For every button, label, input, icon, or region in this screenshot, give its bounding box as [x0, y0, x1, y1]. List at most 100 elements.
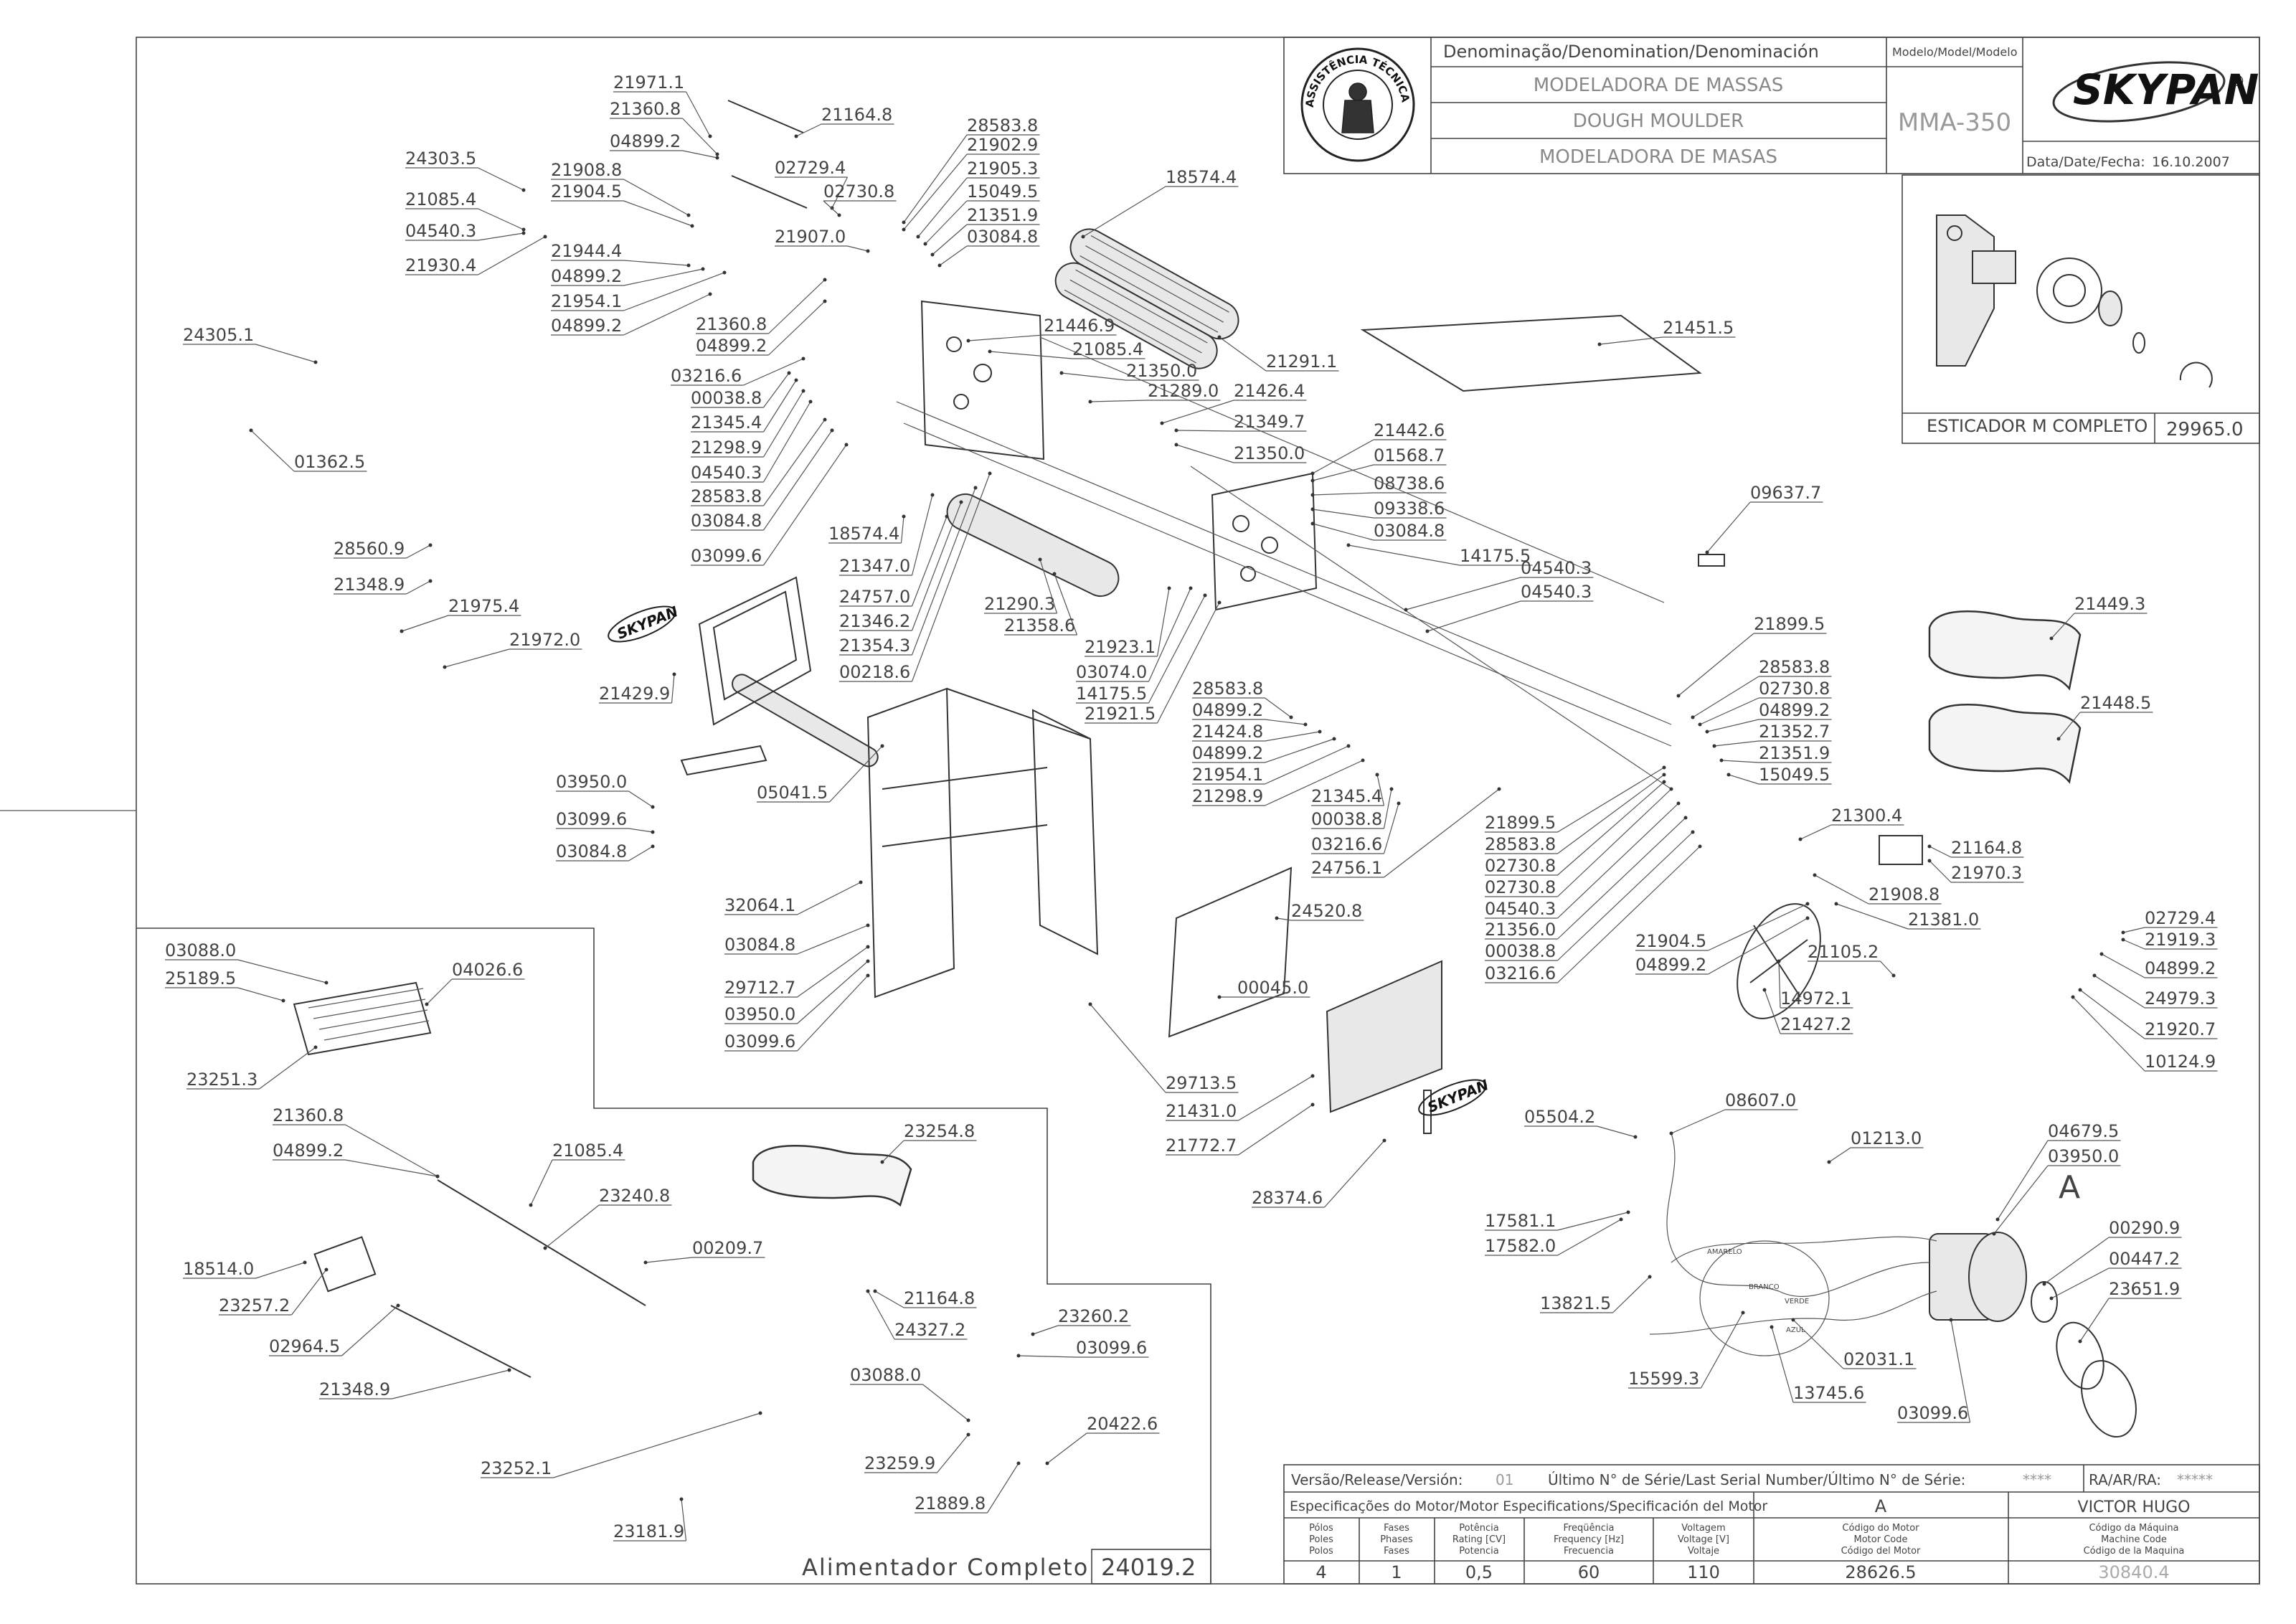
callout-00045-0: 00045.0: [1217, 978, 1310, 999]
callout-03088-0: 03088.0: [165, 940, 329, 985]
callout-label: 21904.5: [551, 181, 622, 202]
callout-label: 21105.2: [1808, 942, 1879, 962]
callout-label: 23259.9: [864, 1453, 935, 1473]
svg-text:Frecuencia: Frecuencia: [1564, 1546, 1614, 1557]
callout-21348-9: 21348.9: [319, 1368, 511, 1399]
callout-03084-8: 03084.8: [1310, 521, 1447, 541]
callout-04899-2: 04899.2: [551, 292, 712, 336]
callout-label: 21908.8: [551, 160, 622, 180]
callout-label: 00038.8: [1485, 941, 1556, 961]
callout-00290-9: 00290.9: [2042, 1218, 2182, 1286]
feeder-title-text: Alimentador Completo: [802, 1554, 1089, 1581]
callout-24305-1: 24305.1: [183, 325, 318, 364]
callout-label: 24327.2: [894, 1320, 965, 1340]
callout-21975-4: 21975.4: [400, 596, 521, 633]
callout-label: 15049.5: [1759, 765, 1830, 785]
callout-21381-0: 21381.0: [1834, 902, 1981, 930]
callout-01362-5: 01362.5: [249, 428, 367, 472]
foam-pad-21448: [1928, 704, 2082, 784]
callout-21290-3: 21290.3: [984, 557, 1058, 614]
callout-label: 21356.0: [1485, 920, 1556, 940]
callout-21291-1: 21291.1: [1217, 335, 1339, 372]
callout-13821-5: 13821.5: [1540, 1275, 1652, 1313]
motor: A: [1929, 1169, 2104, 1390]
callout-14175-5: 14175.5: [1346, 543, 1533, 566]
callout-label: 21164.8: [904, 1288, 975, 1308]
tensioner-inset: ESTICADOR M COMPLETO 29965.0: [1901, 174, 2260, 444]
callout-21424-8: 21424.8: [1192, 722, 1322, 742]
callout-02729-4: 02729.4: [2121, 908, 2218, 935]
callout-label: 04540.3: [691, 463, 762, 483]
callout-02729-4: 02729.4: [775, 158, 849, 210]
svg-text:Motor Code: Motor Code: [1854, 1534, 1908, 1545]
callout-32064-1: 32064.1: [724, 880, 863, 915]
callout-03950-0: 03950.0: [724, 959, 870, 1024]
callout-label: 21351.9: [967, 205, 1038, 225]
callout-28583-8: 28583.8: [1192, 679, 1293, 719]
callout-label: 21905.3: [967, 159, 1038, 179]
callout-label: 02031.1: [1843, 1349, 1914, 1369]
callout-label: 21975.4: [448, 596, 519, 616]
callout-label: 04899.2: [1192, 743, 1263, 763]
title-block: Denominação/Denomination/Denominación Mo…: [0, 0, 2260, 174]
callout-21298-9: 21298.9: [1192, 758, 1365, 806]
callout-label: 21772.7: [1166, 1136, 1237, 1156]
serial-value: ****: [2023, 1471, 2051, 1488]
callout-21902-9: 21902.9: [902, 135, 1040, 232]
callout-20422-6: 20422.6: [1045, 1414, 1160, 1465]
callout-21360-8: 21360.8: [610, 99, 719, 156]
callout-label: 21350.0: [1234, 443, 1305, 463]
callout-label: 03084.8: [967, 227, 1038, 247]
spec-voltage: 110: [1687, 1562, 1720, 1582]
ra-value: *****: [2177, 1471, 2213, 1488]
spec-machine-code: 30840.4: [2098, 1562, 2169, 1582]
callout-label: 04540.3: [1521, 558, 1592, 578]
callout-21358-6: 21358.6: [1004, 572, 1078, 636]
callout-label: 03216.6: [1485, 963, 1556, 983]
callout-23260-2: 23260.2: [1031, 1306, 1131, 1336]
callout-label: 04679.5: [2048, 1121, 2119, 1141]
callout-label: 21921.5: [1085, 704, 1156, 724]
callout-label: 23260.2: [1058, 1306, 1129, 1326]
feeder-code: 24019.2: [1101, 1554, 1196, 1581]
svg-text:Fases: Fases: [1384, 1546, 1409, 1557]
callout-label: 04899.2: [696, 336, 767, 356]
callout-03216-6: 03216.6: [1485, 844, 1702, 983]
callout-label: 05041.5: [757, 783, 828, 803]
callout-01568-7: 01568.7: [1310, 445, 1447, 483]
callout-label: 24757.0: [839, 587, 910, 607]
callout-label: 21349.7: [1234, 412, 1305, 432]
callout-21920-7: 21920.7: [2078, 988, 2218, 1039]
motor-letter: A: [1875, 1496, 1887, 1516]
callout-03084-8: 03084.8: [937, 227, 1040, 268]
callout-21899-5: 21899.5: [1676, 614, 1827, 698]
callout-label: 21923.1: [1085, 637, 1156, 657]
callout-21905-3: 21905.3: [916, 159, 1040, 239]
callout-label: 02730.8: [1485, 856, 1556, 876]
callout-21352-7: 21352.7: [1712, 722, 1832, 748]
callout-21351-9: 21351.9: [1719, 743, 1832, 763]
callout-21350-0: 21350.0: [1059, 361, 1199, 381]
svg-text:Poles: Poles: [1309, 1534, 1333, 1545]
callout-29713-5: 29713.5: [1088, 1002, 1239, 1093]
callout-label: 14972.1: [1780, 988, 1851, 1009]
callout-label: 21427.2: [1780, 1014, 1851, 1034]
callout-03088-0: 03088.0: [850, 1365, 970, 1422]
authorized-service-seal: ASSISTÊNCIA TÉCNICA AUTORIZADA: [0, 0, 1415, 162]
callout-label: 24303.5: [405, 148, 476, 169]
motor-spec-label: Especificações do Motor/Motor Especifica…: [1290, 1498, 1767, 1514]
callout-label: 28583.8: [967, 115, 1038, 136]
callout-14972-1: 14972.1: [1777, 959, 1853, 1009]
callout-label: 21289.0: [1148, 381, 1219, 401]
part-callouts: 21971.121360.804899.221164.824303.521908…: [165, 72, 2218, 1542]
callout-04899-2: 04899.2: [1192, 700, 1308, 727]
callout-21426-4: 21426.4: [1160, 381, 1307, 425]
callout-21350-0: 21350.0: [1174, 443, 1307, 463]
callout-21904-5: 21904.5: [551, 181, 694, 228]
callout-18574-4: 18574.4: [1081, 167, 1239, 239]
callout-04899-2: 04899.2: [2099, 952, 2218, 978]
callout-21919-3: 21919.3: [2121, 930, 2218, 950]
callout-label: 00218.6: [839, 662, 910, 682]
svg-text:Pólos: Pólos: [1309, 1523, 1333, 1534]
callout-03950-0: 03950.0: [556, 772, 655, 809]
